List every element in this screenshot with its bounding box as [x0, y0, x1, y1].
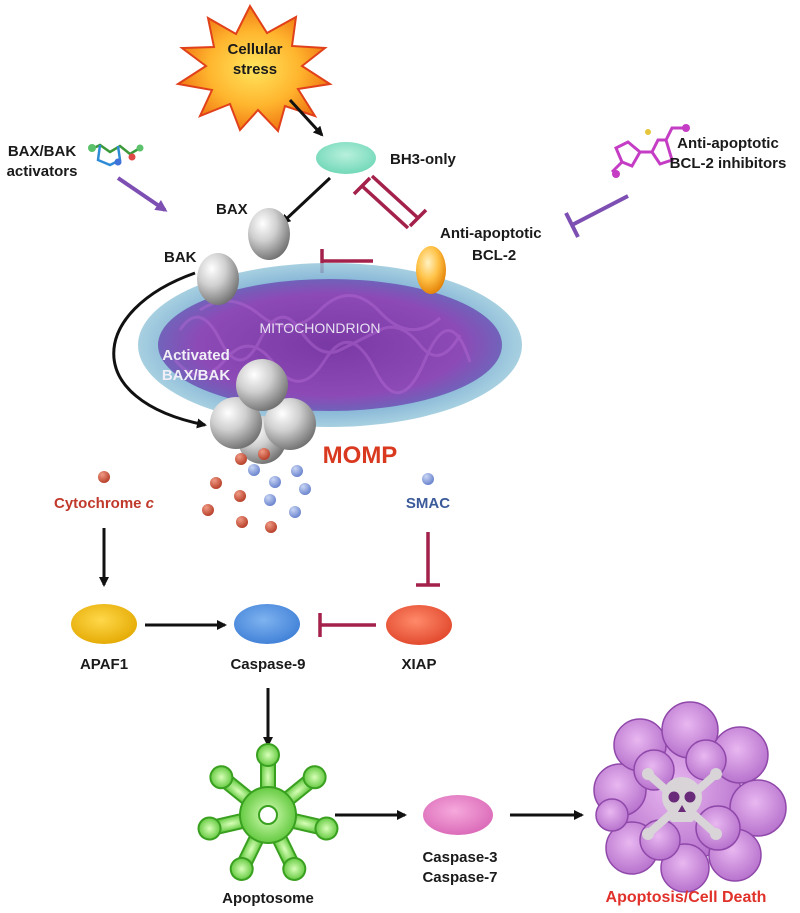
dead-cell: [593, 701, 787, 893]
bh3-only-label: BH3-only: [390, 151, 456, 168]
arrow-stress-to-bh3: [288, 98, 324, 137]
bax-label: BAX: [216, 201, 248, 218]
cellular-stress-label-2: stress: [233, 61, 277, 78]
cellular-stress-starburst: Cellular stress: [175, 3, 333, 133]
caspase3-7-protein: [423, 795, 493, 835]
cytochrome-c-particle: [98, 471, 110, 483]
bak-protein: [197, 253, 239, 305]
molecule-icon: [610, 124, 690, 178]
inhibit-bar-inhibitors-to-bcl2: [564, 194, 629, 238]
apoptosome-label: Apoptosome: [222, 890, 314, 907]
molecule-icon: [88, 143, 144, 167]
activated-label: Activated: [162, 347, 230, 364]
smac-particle: [422, 473, 434, 485]
apoptosis-cell-death-label: Apoptosis/Cell Death: [606, 889, 767, 906]
anti-apoptotic-bcl2-protein: [416, 246, 446, 294]
inhibit-bar-bh3-bcl2: [352, 174, 428, 230]
bax-bak-activators: BAX/BAK activators: [7, 143, 144, 180]
released-particles: [202, 448, 311, 533]
mitochondrion-label: MITOCHONDRION: [259, 320, 380, 336]
caspase7-label: Caspase-7: [422, 869, 497, 886]
apoptosome-icon: [197, 743, 339, 881]
mitochondrion: MITOCHONDRION: [138, 263, 522, 427]
caspase9-label: Caspase-9: [230, 656, 305, 673]
caspase3-label: Caspase-3: [422, 849, 497, 866]
caspase9-protein: [234, 604, 300, 644]
cellular-stress-label: Cellular: [227, 41, 282, 58]
anti-apoptotic-bcl2-label: Anti-apoptotic: [440, 225, 542, 242]
bcl2-inhibitors-label: Anti-apoptotic: [677, 135, 779, 152]
arrow-bh3-to-bax: [280, 176, 332, 225]
apaf1-label: APAF1: [80, 656, 128, 673]
anti-apoptotic-bcl2-label-2: BCL-2: [472, 247, 516, 264]
inhibit-bar-xiap-to-caspase9: [318, 613, 376, 637]
bax-bak-activators-label-2: activators: [7, 163, 78, 180]
bax-protein: [248, 208, 290, 260]
bcl2-inhibitors: Anti-apoptotic BCL-2 inhibitors: [610, 124, 787, 178]
starburst-icon: [175, 3, 333, 133]
xiap-label: XIAP: [401, 656, 436, 673]
bax-bak-activators-label: BAX/BAK: [8, 143, 77, 160]
smac-label: SMAC: [406, 495, 450, 512]
activated-label-2: BAX/BAK: [162, 367, 231, 384]
activated-bax-bak-pore: Activated BAX/BAK: [162, 347, 316, 464]
apaf1-protein: [71, 604, 137, 644]
bcl2-inhibitors-label-2: BCL-2 inhibitors: [670, 155, 787, 172]
bak-label: BAK: [164, 249, 197, 266]
inhibit-bar-smac-to-xiap: [416, 532, 440, 587]
bh3-only-protein: [316, 142, 376, 174]
cytochrome-c-label: Cytochrome c: [54, 495, 155, 512]
arrow-activators-to-bax: [116, 176, 168, 212]
skull-crossbones-icon: [642, 768, 722, 840]
arrow-bak-to-activated: [112, 271, 207, 429]
momp-label: MOMP: [323, 442, 398, 469]
xiap-protein: [386, 605, 452, 645]
